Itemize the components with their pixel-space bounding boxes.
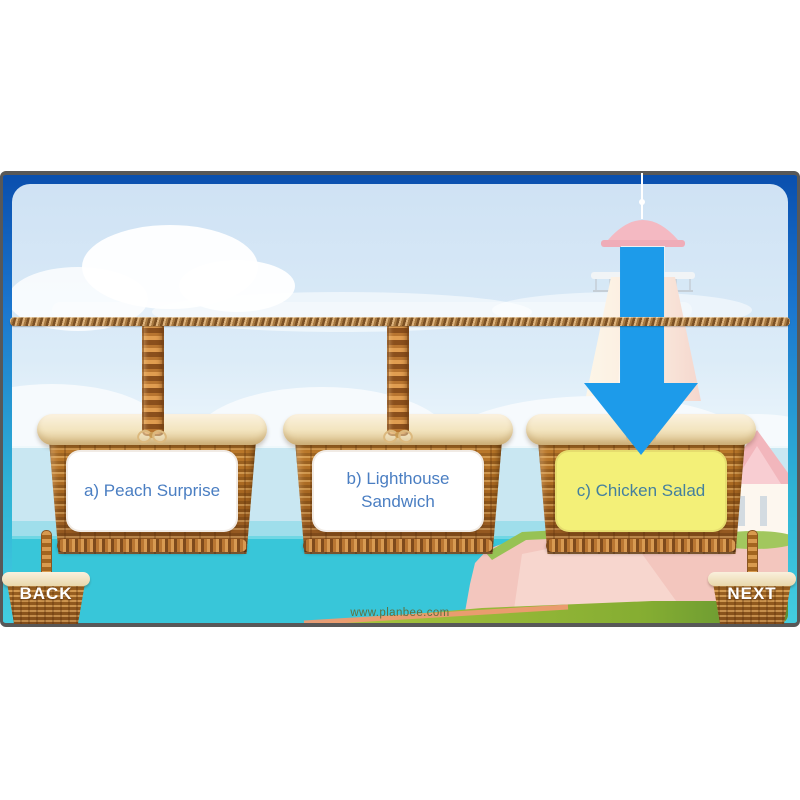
- answer-card-b[interactable]: b) Lighthouse Sandwich: [312, 450, 484, 532]
- rope-bow-icon: [383, 428, 413, 444]
- answer-card-c[interactable]: c) Chicken Salad: [555, 450, 727, 532]
- hanging-rope: [10, 317, 790, 326]
- basket-rim: [2, 572, 90, 586]
- back-button[interactable]: BACK: [0, 528, 94, 628]
- rope-bow-icon: [137, 428, 167, 444]
- basket-rim: [708, 572, 796, 586]
- basket-body: [6, 580, 86, 624]
- answer-card-a[interactable]: a) Peach Surprise: [66, 450, 238, 532]
- next-button-label: NEXT: [727, 584, 777, 603]
- back-button-label: BACK: [19, 584, 73, 603]
- lighthouse-antenna-icon: [639, 173, 645, 219]
- answer-basket-c[interactable]: c) Chicken Salad: [526, 414, 756, 554]
- answer-basket-a[interactable]: a) Peach Surprise: [37, 414, 267, 554]
- website-watermark: www.planbee.com: [350, 607, 450, 619]
- basket-rope-a: [142, 322, 164, 436]
- basket-bottom-edge: [303, 539, 493, 552]
- basket-rope-b: [387, 322, 409, 436]
- basket-bottom-edge: [57, 539, 247, 552]
- basket-bottom-edge: [546, 539, 736, 552]
- next-button[interactable]: NEXT: [704, 528, 800, 628]
- grass-strip: [303, 601, 788, 623]
- basket-body: [712, 580, 792, 624]
